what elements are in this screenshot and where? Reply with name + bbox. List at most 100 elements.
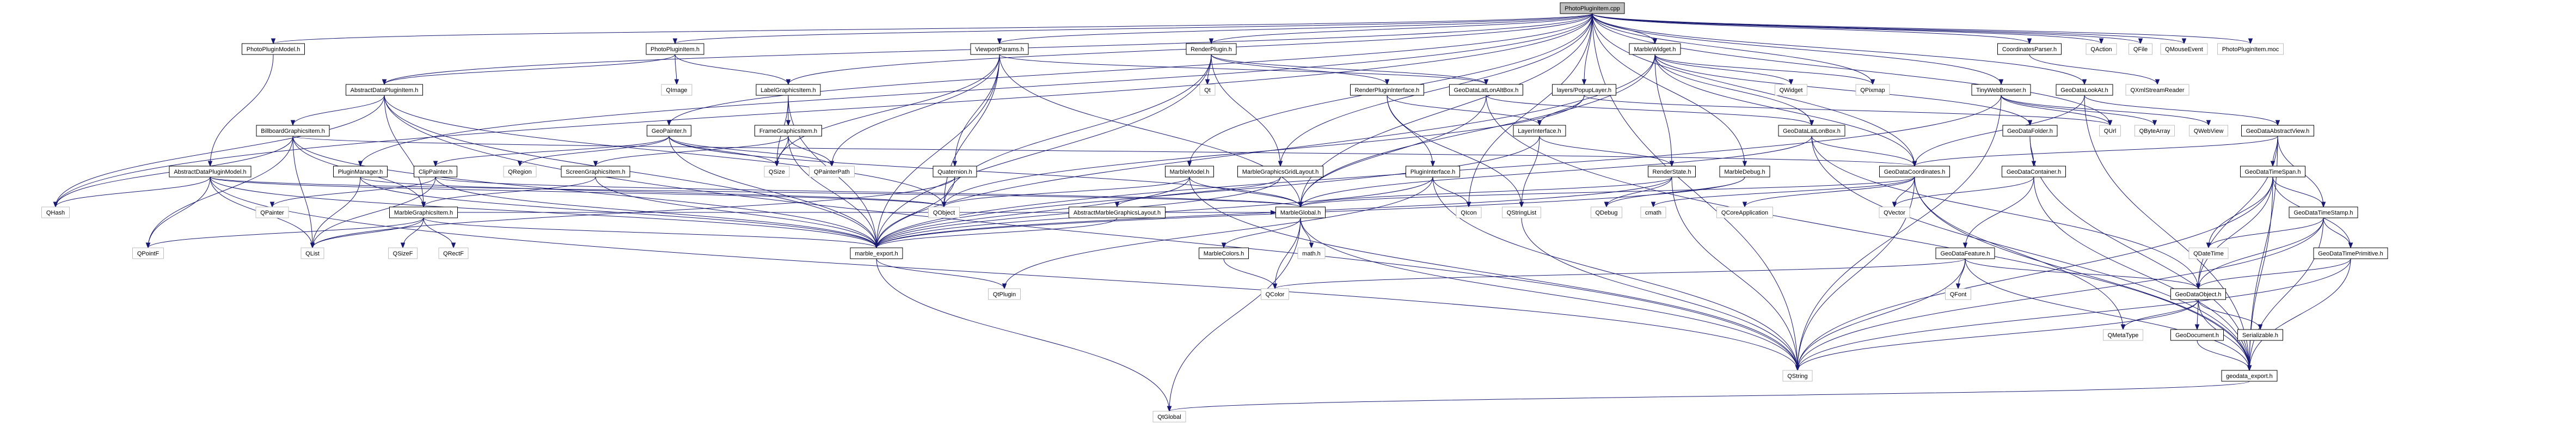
node-box xyxy=(1456,206,1482,218)
arrowhead-icon xyxy=(593,161,598,167)
graph-node-marbleglobal[interactable]: MarbleGlobal.h xyxy=(1275,206,1326,218)
edge-geodatatimestamp-to-geodata_export xyxy=(2247,217,2324,371)
arrowhead-icon xyxy=(207,161,213,167)
node-label: math.h xyxy=(1302,251,1321,257)
edge-line xyxy=(876,176,1672,248)
graph-node-geodatafolder[interactable]: GeoDataFolder.h xyxy=(2002,125,2058,137)
arrowhead-icon xyxy=(1209,38,1214,45)
edge-line xyxy=(674,54,789,85)
arrowhead-icon xyxy=(382,79,387,86)
edge-line xyxy=(1539,95,1585,126)
graph-node-labelgraphicsitem[interactable]: LabelGraphicsItem.h xyxy=(756,84,821,96)
graph-node-qwebview: QWebView xyxy=(2189,125,2228,137)
arrowhead-icon xyxy=(1955,283,1961,290)
graph-node-cmath: cmath xyxy=(1640,206,1666,218)
graph-node-root[interactable]: PhotoPluginItem.cpp xyxy=(1560,2,1625,14)
graph-node-layerinterface[interactable]: LayerInterface.h xyxy=(1513,125,1566,137)
graph-node-plugininterface[interactable]: PluginInterface.h xyxy=(1406,166,1460,178)
edge-line xyxy=(1169,217,1301,412)
graph-node-geodatatimestamp[interactable]: GeoDataTimeStamp.h xyxy=(2289,206,2358,218)
graph-node-screengraphicsitem[interactable]: ScreenGraphicsItem.h xyxy=(561,166,630,178)
graph-node-geodata_export[interactable]: geodata_export.h xyxy=(2221,370,2278,382)
graph-node-photopluginmodel[interactable]: PhotoPluginModel.h xyxy=(242,43,305,55)
edge-line xyxy=(1592,13,2085,85)
graph-node-viewportparams[interactable]: ViewportParams.h xyxy=(970,43,1029,55)
edge-line xyxy=(1592,13,2141,44)
edge-photopluginitemh-to-abstractdatapluginitem xyxy=(382,54,676,86)
graph-node-clippainter[interactable]: ClipPainter.h xyxy=(414,166,457,178)
graph-node-marblecolors[interactable]: MarbleColors.h xyxy=(1199,247,1249,259)
graph-node-geodataobject[interactable]: GeoDataObject.h xyxy=(2170,288,2226,300)
graph-node-geodatacoordinates[interactable]: GeoDataCoordinates.h xyxy=(1879,166,1950,178)
edge-marbledebug-to-qdebug xyxy=(1604,176,1745,208)
arrowhead-icon xyxy=(1002,283,1007,290)
graph-node-geodataabstractview[interactable]: GeoDataAbstractView.h xyxy=(2241,125,2314,137)
graph-node-framegraphicsitem[interactable]: FrameGraphicsItem.h xyxy=(755,125,822,137)
graph-node-geodocument[interactable]: GeoDocument.h xyxy=(2170,329,2224,341)
graph-node-marblegraphicsgridlayout[interactable]: MarbleGraphicsGridLayout.h xyxy=(1237,166,1323,178)
graph-node-geodatatimespan[interactable]: GeoDataTimeSpan.h xyxy=(2240,166,2305,178)
graph-node-renderplugininterface[interactable]: RenderPluginInterface.h xyxy=(1350,84,1424,96)
graph-node-qaction: QAction xyxy=(2086,43,2117,55)
graph-node-marblemodel[interactable]: MarbleModel.h xyxy=(1165,166,1214,178)
edge-line xyxy=(1592,13,2002,85)
graph-node-marblegraphicsitem[interactable]: MarbleGraphicsItem.h xyxy=(389,206,458,218)
node-box xyxy=(2188,247,2229,259)
edge-renderplugininterface-to-plugininterface xyxy=(1387,95,1436,167)
edge-abstractdatapluginmodel-to-qhash xyxy=(53,176,211,208)
graph-node-geodatacontainer[interactable]: GeoDataContainer.h xyxy=(2002,166,2066,178)
graph-node-tinywebbrowser[interactable]: TinyWebBrowser.h xyxy=(1971,84,2031,96)
graph-node-geodatalookat[interactable]: GeoDataLookAt.h xyxy=(2056,84,2113,96)
edge-abstractdatapluginitem-to-qstring xyxy=(384,95,1800,371)
edge-line xyxy=(1654,54,1873,85)
node-label: MarbleColors.h xyxy=(1204,251,1244,257)
arrowhead-icon xyxy=(2275,120,2280,126)
graph-node-abstractmarblegraphicslayout[interactable]: AbstractMarbleGraphicsLayout.h xyxy=(1069,206,1166,218)
edge-tinywebbrowser-to-qbytearray xyxy=(2001,95,2157,126)
edge-line xyxy=(943,54,1212,208)
edge-root-to-tinywebbrowser xyxy=(1592,13,2004,86)
graph-node-marble_export[interactable]: marble_export.h xyxy=(850,247,903,259)
graph-node-marblewidget[interactable]: MarbleWidget.h xyxy=(1629,43,1681,55)
graph-node-abstractdatapluginitem[interactable]: AbstractDataPluginItem.h xyxy=(346,84,423,96)
graph-node-billboardgraphicsitem[interactable]: BillboardGraphicsItem.h xyxy=(256,125,330,137)
graph-node-popuplayer[interactable]: layers/PopupLayer.h xyxy=(1552,84,1616,96)
edge-line xyxy=(1300,176,1915,208)
graph-node-abstractdatapluginmodel[interactable]: AbstractDataPluginModel.h xyxy=(169,166,252,178)
graph-node-qtplugin: QtPlugin xyxy=(988,288,1021,300)
graph-node-renderplugin[interactable]: RenderPlugin.h xyxy=(1186,43,1237,55)
edge-line xyxy=(384,54,676,85)
node-box xyxy=(242,43,305,55)
arrowhead-icon xyxy=(2138,38,2143,45)
edge-line xyxy=(1592,13,2102,44)
graph-node-quaternion[interactable]: Quaternion.h xyxy=(933,166,977,178)
edge-geodatacoordinates-to-qvector xyxy=(1892,176,1915,208)
graph-node-photopluginitemh[interactable]: PhotoPluginItem.h xyxy=(646,43,704,55)
node-box xyxy=(388,247,418,259)
graph-node-pluginmanager[interactable]: PluginManager.h xyxy=(333,166,388,178)
graph-node-geodatafeature[interactable]: GeoDataFeature.h xyxy=(1935,247,1995,259)
edge-geodatacoordinates-to-marbleglobal xyxy=(1298,176,1915,208)
node-label: QXmlStreamReader xyxy=(2130,87,2184,94)
edge-line xyxy=(55,176,211,208)
graph-node-marbledebug[interactable]: MarbleDebug.h xyxy=(1719,166,1770,178)
edge-geodatatimespan-to-qdatetime xyxy=(2206,176,2273,249)
graph-node-geodatatimeprimitive[interactable]: GeoDataTimePrimitive.h xyxy=(2313,247,2388,259)
arrowhead-icon xyxy=(2152,120,2157,126)
graph-node-geodatalatlonbox[interactable]: GeoDataLatLonBox.h xyxy=(1778,125,1845,137)
edge-line xyxy=(1521,217,1798,371)
edge-line xyxy=(273,13,1593,44)
node-box xyxy=(256,125,330,137)
arrowhead-icon xyxy=(269,202,275,208)
node-label: GeoDataObject.h xyxy=(2175,291,2222,298)
graph-node-geodatalatlonaltbox[interactable]: GeoDataLatLonAltBox.h xyxy=(1449,84,1523,96)
edge-marblemodel-to-qobject xyxy=(941,176,1190,208)
graph-node-coordinatesparser[interactable]: CoordinatesParser.h xyxy=(1997,43,2062,55)
arrowhead-icon xyxy=(2195,283,2201,290)
graph-node-renderstate[interactable]: RenderState.h xyxy=(1648,166,1696,178)
graph-node-geopainter[interactable]: GeoPainter.h xyxy=(647,125,691,137)
edge-geopainter-to-qsize xyxy=(668,136,780,167)
graph-node-serializable[interactable]: Serializable.h xyxy=(2237,329,2283,341)
arrowhead-icon xyxy=(786,79,791,86)
